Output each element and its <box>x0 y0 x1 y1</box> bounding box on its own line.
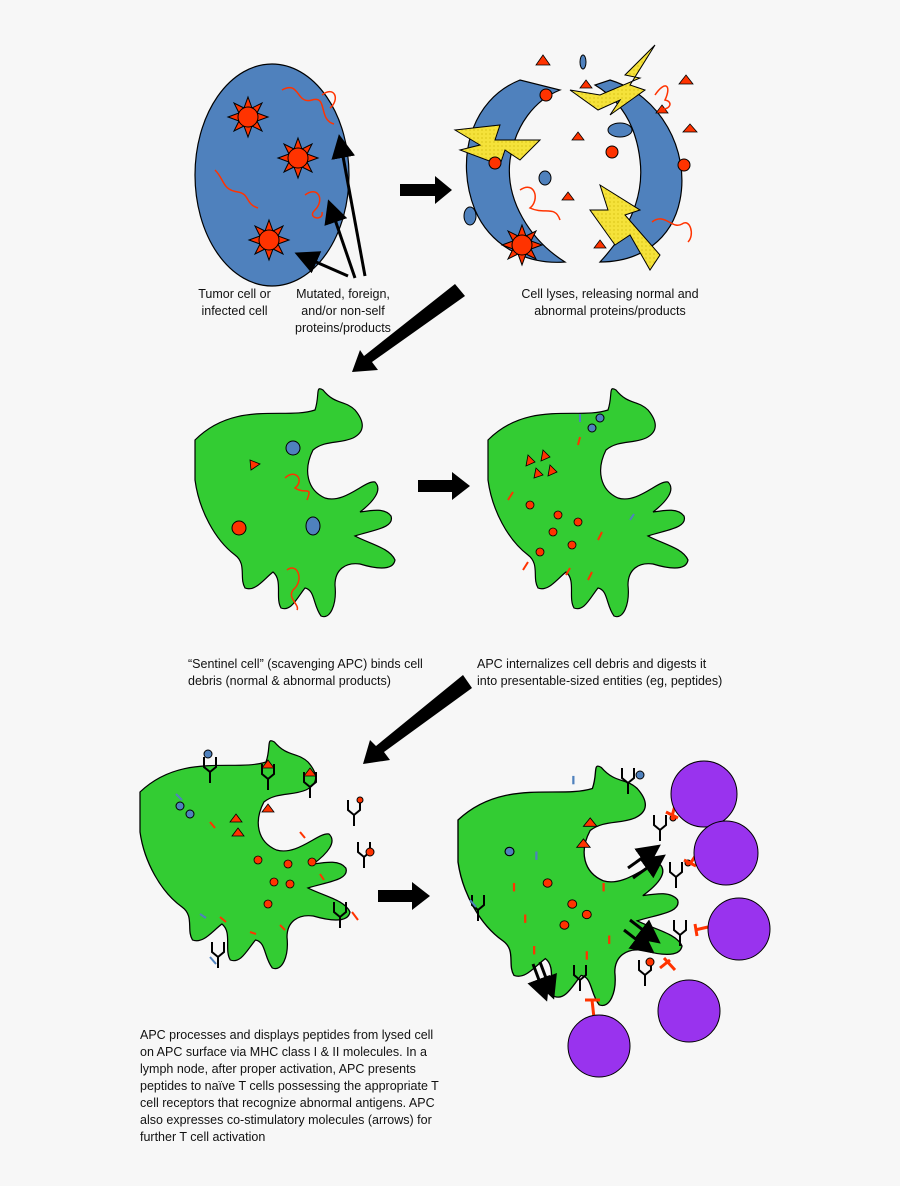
caption-apc-processes: APC processes and displays peptides from… <box>140 1028 439 1144</box>
block-arrow-right-2 <box>418 472 470 500</box>
digesting-apc <box>487 388 689 618</box>
co-stimulatory-arrows <box>527 844 666 1002</box>
t-cells <box>567 760 771 1078</box>
pointer-arrows <box>294 134 367 279</box>
block-arrow-right-1 <box>400 176 452 204</box>
diagonal-arrow-1 <box>352 284 465 372</box>
caption-tumor-cell: Tumor cell or infected cell <box>198 287 271 318</box>
caption-apc-internalizes: APC internalizes cell debris and digests… <box>477 657 723 688</box>
lysed-cell <box>453 44 698 271</box>
tumor-cell <box>194 63 350 287</box>
caption-sentinel-cell: “Sentinel cell” (scavenging APC) binds c… <box>188 657 423 688</box>
block-arrow-right-3 <box>378 882 430 910</box>
presenting-apc <box>139 740 375 970</box>
caption-cell-lyses: Cell lyses, releasing normal and abnorma… <box>521 287 699 318</box>
diagonal-arrow-2 <box>363 675 472 764</box>
sentinel-apc <box>194 388 396 618</box>
t-cell-receptors <box>585 800 709 1019</box>
caption-mutated-products: Mutated, foreign, and/or non-self protei… <box>295 287 391 335</box>
activating-apc <box>457 765 683 1007</box>
